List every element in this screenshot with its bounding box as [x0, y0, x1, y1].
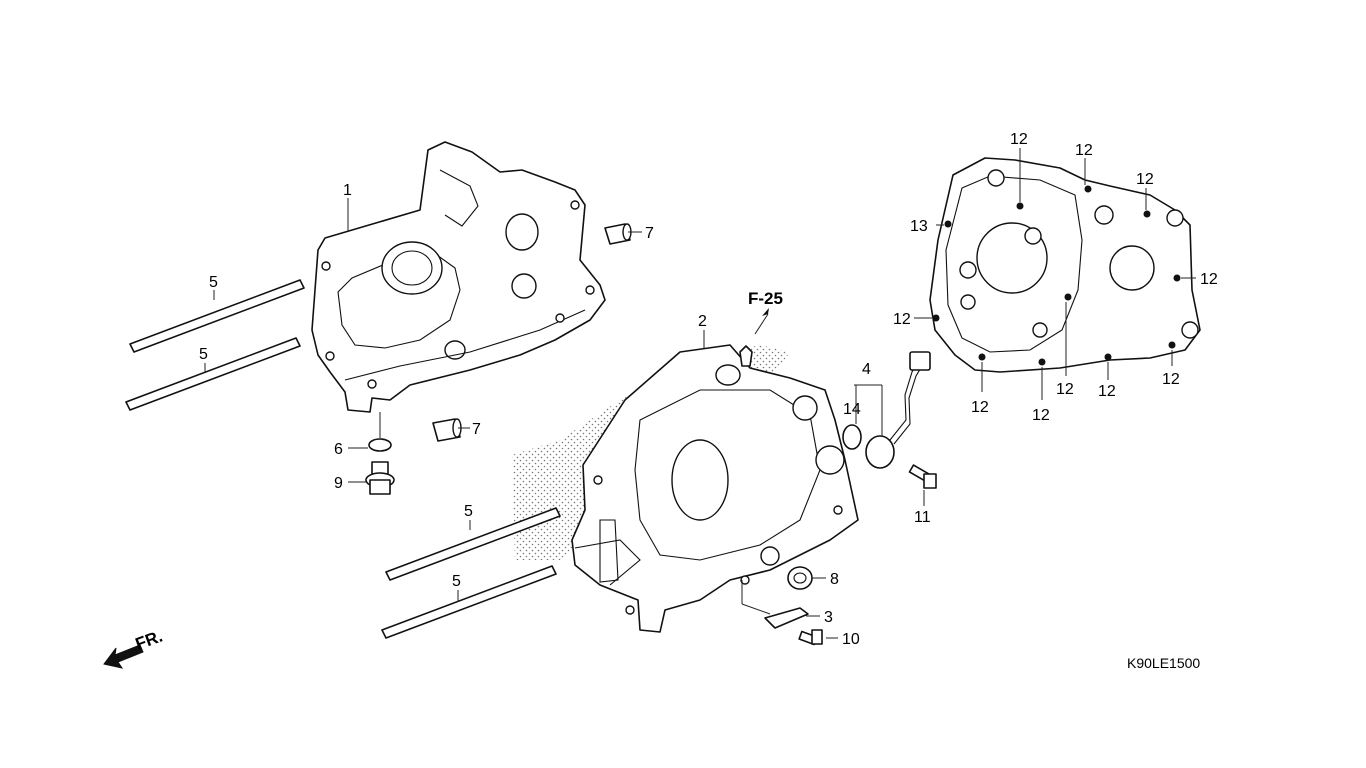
- callout-14: 14: [843, 401, 861, 418]
- callout-7: 7: [645, 225, 654, 242]
- drawing-code: K90LE1500: [1127, 655, 1200, 671]
- callout-12: 12: [1032, 407, 1050, 424]
- sealing-washer: [368, 438, 392, 452]
- callout-5: 5: [199, 346, 208, 363]
- callout-3: 3: [824, 609, 833, 626]
- right-crankcase: [571, 344, 859, 633]
- callout-6: 6: [334, 441, 343, 458]
- stud-bolts: [125, 279, 561, 639]
- callout-12: 12: [1098, 383, 1116, 400]
- callout-12: 12: [1162, 371, 1180, 388]
- flange-bolt-11: [908, 464, 937, 489]
- guide-plate: [764, 607, 809, 629]
- callout-10: 10: [842, 631, 860, 648]
- sensor-assembly: [865, 351, 931, 469]
- callout-12: 12: [1200, 271, 1218, 288]
- callout-1: 1: [343, 182, 352, 199]
- callout-5: 5: [209, 274, 218, 291]
- callout-12: 12: [1010, 131, 1028, 148]
- callout-2: 2: [698, 313, 707, 330]
- callout-8: 8: [830, 571, 839, 588]
- front-direction-arrow-icon: [103, 644, 144, 669]
- callout-12: 12: [1056, 381, 1074, 398]
- callout-5: 5: [452, 573, 461, 590]
- callout-7: 7: [472, 421, 481, 438]
- callout-labels: 1 2 3 4 5 5 5 5 6 7 7 8 9 10 11 14 13 12…: [199, 131, 1218, 648]
- leader-lines: [204, 148, 1196, 639]
- reference-label: F-25: [748, 289, 783, 308]
- drain-bolt: [365, 461, 395, 495]
- oil-seal: [787, 566, 813, 590]
- front-direction-label: FR.: [133, 627, 165, 654]
- callout-4: 4: [862, 361, 871, 378]
- callout-9: 9: [334, 475, 343, 492]
- dowel-pins: [432, 223, 632, 442]
- callout-11: 11: [914, 509, 931, 526]
- callout-12: 12: [893, 311, 911, 328]
- callout-12: 12: [971, 399, 989, 416]
- crankcase-gasket: [929, 157, 1201, 373]
- callout-5: 5: [464, 503, 473, 520]
- left-crankcase: [311, 141, 606, 413]
- callout-13: 13: [910, 218, 928, 235]
- callout-12: 12: [1136, 171, 1154, 188]
- flange-bolt-10: [798, 629, 823, 646]
- callout-12: 12: [1075, 142, 1093, 159]
- o-ring: [842, 424, 862, 450]
